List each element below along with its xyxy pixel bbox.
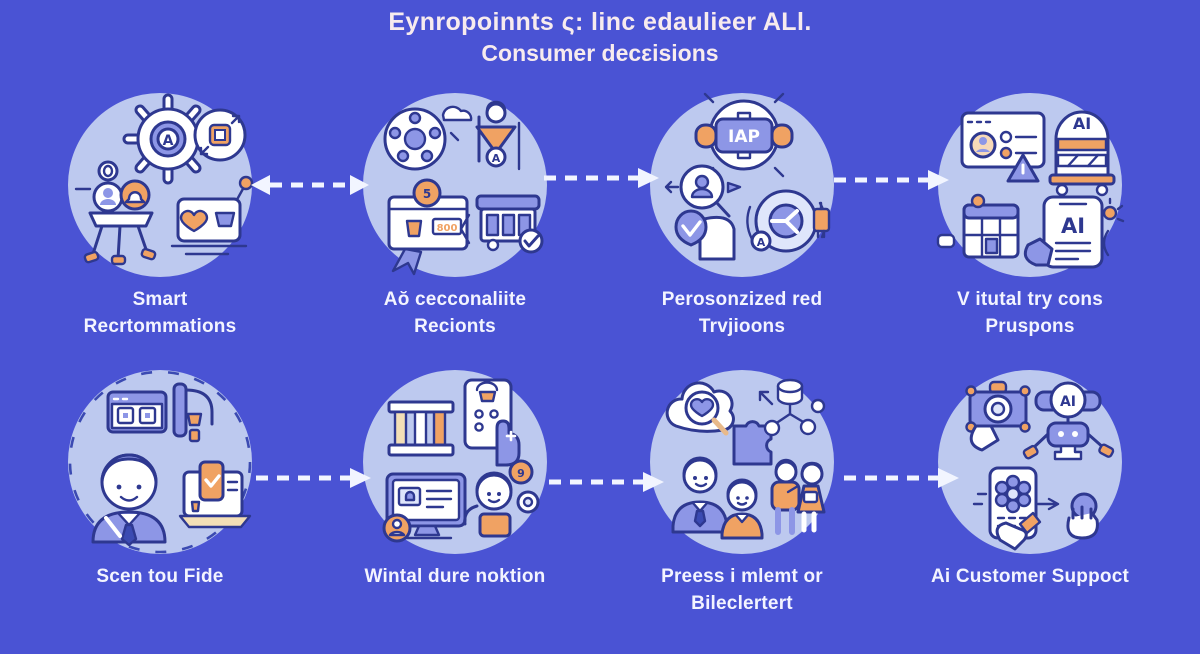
page-title-line1: Eynropoinnts ς: linc edaulieer ALl. [388,8,812,36]
scan-to-find-icon [68,370,252,554]
page-title-line2: Consumer decεisions [481,40,719,66]
svg-text:AI: AI [1061,214,1085,238]
flow-arrow-4-right [256,468,371,488]
chip-icon [193,108,247,162]
svg-text:AI: AI [1060,394,1076,410]
svg-text:IAP: IAP [728,127,760,147]
flow-arrow-3-right [834,170,949,190]
laptop-phone-check-icon [178,460,252,529]
step-circle: A 800 5 [363,93,547,277]
browser-profile-icon [960,111,1046,183]
step-label: Perosonzized red Trvjioons [661,289,823,337]
step-personalized-try-ons: IAP [602,92,882,340]
laptop-shopping-icon [170,175,254,256]
step-label: Ai Customer Suppoct [930,566,1130,587]
step-circle: AI [938,370,1122,554]
spin-wheel-icon: A [746,189,831,253]
reel-icon [383,105,473,171]
svg-text:A: A [163,133,174,149]
dispenser-icon [172,382,214,443]
svg-text:800: 800 [437,223,458,234]
step-circle: 9 [363,370,547,554]
magnifier-person-icon [664,164,742,218]
flow-arrow-2-right [544,168,659,188]
svg-text:5: 5 [423,187,431,201]
step-ai-recommendations: A 800 5 [315,93,595,340]
trolley-check-icon [459,194,544,254]
smart-recommendations-icon: A [74,93,254,266]
header: Eynropoinnts ς: linc edaulieer ALl. Cons… [0,8,1200,67]
tripod-sign-icon [74,160,157,266]
virtual-try-ons-icon: AI AI [936,110,1125,269]
shield-check-icon [674,209,736,261]
hand-orb-icon [1066,492,1099,540]
flow-arrow-5-right [549,472,664,492]
step-circle: A [68,93,254,277]
step-label: Aŏ cecconaliite Recionts [383,289,527,337]
tablet-ai-hand-icon: AI [936,195,1125,269]
step-ai-customer-support: AI [890,370,1170,591]
step-scan-to-find: Scen tou Fide [20,370,300,591]
monitor-id-icon [382,472,467,543]
step-circle: AI AI [936,93,1125,277]
virtual-detection-icon: 9 [382,378,540,543]
step-circle [650,370,834,554]
svg-text:9: 9 [517,467,525,480]
step-circle [68,370,252,554]
step-label: Wintal dure noktion [364,566,546,587]
cloud-magnifier-heart-icon [665,381,735,436]
press-intent-icon [665,378,826,540]
camera-hand-icon [965,380,1031,452]
ai-customer-support-icon: AI [965,380,1115,551]
person-flag-icon: A [475,100,521,171]
step-circle: IAP [650,92,834,277]
puzzle-piece-icon [732,420,773,466]
chip-puzzle-icon: IAP [694,92,794,178]
svg-text:A: A [492,152,501,165]
step-label: V itutal try cons Pruspons [957,289,1103,337]
gear-icon: A [122,93,214,185]
robot-ai-icon: AI [1022,381,1115,461]
people-group-icon [671,456,826,540]
robot-figure-icon: 9 [463,459,540,538]
svg-text:A: A [757,236,766,249]
ai-recommendations-icon: A 800 5 [383,100,544,276]
step-press-intent: Preess i mlemt or Bileclertert [602,370,882,617]
step-label: Smart Recrtommations [83,289,237,337]
phone-hand-icon [463,378,521,467]
step-label: Preess i mlemt or Bileclertert [661,566,823,614]
shelf-ai-icon: AI [1048,110,1116,197]
person-icon [91,453,167,547]
network-icon [758,378,826,437]
dashed-ring [68,370,252,554]
columns-icon [387,400,455,457]
calendar-icon [962,193,1020,259]
step-smart-recommendations: A [20,93,300,340]
flow-arrow-6-right [844,468,959,488]
svg-text:AI: AI [1073,114,1091,133]
step-label: Scen tou Fide [96,566,224,587]
step-virtual-try-ons: AI AI [890,93,1170,340]
personalized-try-ons-icon: IAP [664,92,831,261]
browser-coupon-icon: 800 5 [387,178,469,276]
step-virtual-detection: 9 Wintal dure noktion [315,370,595,591]
mini-browser-icon [106,390,168,434]
phone-flower-icon [972,466,1060,551]
flow-arrow-1-bidirectional [251,175,369,195]
